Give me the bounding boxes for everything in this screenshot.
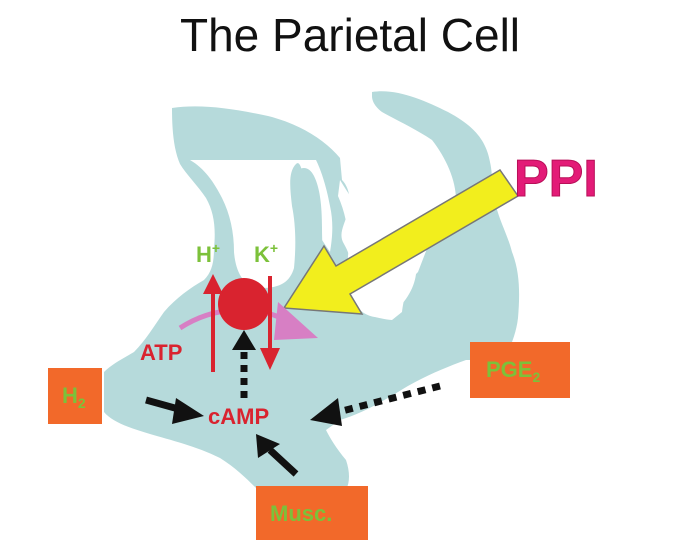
camp-label: cAMP <box>208 404 269 429</box>
h2-sub: 2 <box>78 395 86 411</box>
k-plus-label: K+ <box>254 240 278 267</box>
pge2-arrowhead <box>310 398 342 426</box>
pge2-sub: 2 <box>532 369 540 385</box>
h-plus-sup: + <box>212 240 220 256</box>
k-plus-text: K <box>254 242 270 267</box>
h2-text: H <box>62 383 78 408</box>
k-plus-arrowhead <box>260 348 280 370</box>
musc-box-label: Musc. <box>270 501 332 526</box>
ppi-label: PPI <box>514 150 598 208</box>
pge2-box-label: PGE2 <box>486 357 540 385</box>
pge2-arrow <box>337 382 441 416</box>
musc-arrowhead <box>256 434 280 458</box>
h-plus-text: H <box>196 242 212 267</box>
h-plus-label: H+ <box>196 240 220 267</box>
atp-curve-arrowhead <box>274 302 318 340</box>
atp-label: ATP <box>140 340 182 365</box>
musc-box <box>256 486 368 540</box>
cell-finger <box>298 168 323 280</box>
camp-to-pump-arrowhead <box>232 330 256 350</box>
pge2-box <box>470 342 570 398</box>
musc-arrow <box>267 447 299 477</box>
proton-pump <box>218 278 270 330</box>
h2-box <box>48 368 102 424</box>
diagram-title: The Parietal Cell <box>179 9 521 61</box>
pge2-text: PGE <box>486 357 532 382</box>
h2-arrowhead <box>172 398 204 424</box>
h-plus-arrowhead <box>203 274 223 294</box>
h2-box-label: H2 <box>62 383 86 411</box>
ppi-arrow <box>282 169 520 315</box>
k-plus-sup: + <box>270 240 278 256</box>
canaliculus-left <box>190 160 333 288</box>
